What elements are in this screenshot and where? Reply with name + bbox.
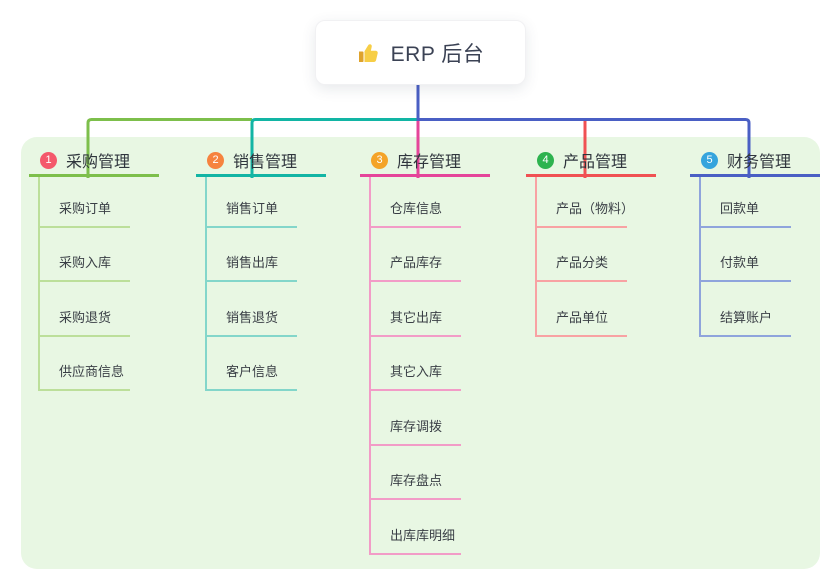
child-node-label: 采购订单 <box>59 200 112 216</box>
child-node[interactable]: 采购入库 <box>40 228 130 282</box>
branch-title-label: 产品管理 <box>563 154 628 171</box>
mindmap-panel <box>21 137 820 569</box>
branch-title-product[interactable]: 4 产品管理 <box>526 146 656 177</box>
branch-number-badge: 1 <box>40 151 57 169</box>
branch-title-label: 采购管理 <box>66 154 131 171</box>
branch-title-label: 财务管理 <box>727 154 792 171</box>
branch-sales: 2 销售管理 销售订单 销售出库 销售退货 客户信息 <box>196 146 326 391</box>
branch-purchase: 1 采购管理 采购订单 采购入库 采购退货 供应商信息 <box>29 146 159 391</box>
child-node-label: 采购入库 <box>59 255 112 270</box>
child-node-label: 客户信息 <box>226 364 279 379</box>
child-node[interactable]: 回款单 <box>701 177 791 228</box>
child-node-label: 销售退货 <box>226 309 279 325</box>
root-node-label: ERP 后台 <box>390 42 485 66</box>
child-node[interactable]: 销售订单 <box>207 177 297 228</box>
branch-title-label: 库存管理 <box>397 154 462 171</box>
child-node[interactable]: 产品（物料） <box>537 177 634 228</box>
child-node[interactable]: 供应商信息 <box>40 337 130 391</box>
branch-title-finance[interactable]: 5 财务管理 <box>690 146 820 177</box>
child-node[interactable]: 其它出库 <box>371 282 461 337</box>
root-node[interactable]: ERP 后台 <box>315 20 526 85</box>
child-node[interactable]: 销售出库 <box>207 228 297 282</box>
child-node[interactable]: 采购退货 <box>40 282 130 337</box>
branch-title-label: 销售管理 <box>233 154 298 171</box>
child-node[interactable]: 库存调拨 <box>371 391 461 446</box>
branch-number-badge: 5 <box>701 151 718 169</box>
child-node[interactable]: 库存盘点 <box>371 446 461 500</box>
child-node-label: 产品（物料） <box>556 200 635 216</box>
branch-children: 仓库信息 产品库存 其它出库 其它入库 库存调拨 库存盘点 出库库明细 <box>369 177 461 555</box>
child-node-label: 销售出库 <box>226 255 279 270</box>
child-node-label: 产品分类 <box>556 255 609 270</box>
child-node-label: 出库库明细 <box>390 527 456 543</box>
thumbs-up-icon <box>357 41 381 65</box>
branch-number-badge: 3 <box>371 151 388 169</box>
child-node-label: 其它出库 <box>390 309 443 325</box>
branch-title-inventory[interactable]: 3 库存管理 <box>360 146 490 177</box>
child-node[interactable]: 结算账户 <box>701 282 791 337</box>
child-node[interactable]: 出库库明细 <box>371 500 461 555</box>
child-node[interactable]: 销售退货 <box>207 282 297 337</box>
branch-inventory: 3 库存管理 仓库信息 产品库存 其它出库 其它入库 库存调拨 库存盘点 出库库… <box>360 146 490 555</box>
child-node-label: 库存盘点 <box>390 473 443 488</box>
child-node-label: 其它入库 <box>390 364 443 379</box>
branch-children: 销售订单 销售出库 销售退货 客户信息 <box>205 177 297 391</box>
child-node[interactable]: 采购订单 <box>40 177 130 228</box>
child-node[interactable]: 产品分类 <box>537 228 627 282</box>
child-node-label: 付款单 <box>720 255 760 270</box>
child-node-label: 供应商信息 <box>59 364 125 379</box>
branch-children: 产品（物料） 产品分类 产品单位 <box>535 177 634 337</box>
child-node[interactable]: 其它入库 <box>371 337 461 391</box>
branch-children: 采购订单 采购入库 采购退货 供应商信息 <box>38 177 130 391</box>
child-node[interactable]: 产品库存 <box>371 228 461 282</box>
child-node-label: 库存调拨 <box>390 418 443 434</box>
child-node[interactable]: 客户信息 <box>207 337 297 391</box>
branch-product: 4 产品管理 产品（物料） 产品分类 产品单位 <box>526 146 656 337</box>
child-node-label: 回款单 <box>720 200 760 216</box>
child-node[interactable]: 付款单 <box>701 228 791 282</box>
branch-number-badge: 4 <box>537 151 554 169</box>
child-node[interactable]: 仓库信息 <box>371 177 461 228</box>
child-node-label: 产品单位 <box>556 309 609 325</box>
child-node-label: 结算账户 <box>720 309 773 325</box>
branch-title-sales[interactable]: 2 销售管理 <box>196 146 326 177</box>
branch-children: 回款单 付款单 结算账户 <box>699 177 791 337</box>
branch-number-badge: 2 <box>207 151 224 169</box>
child-node[interactable]: 产品单位 <box>537 282 627 337</box>
branch-title-purchase[interactable]: 1 采购管理 <box>29 146 159 177</box>
child-node-label: 销售订单 <box>226 200 279 216</box>
child-node-label: 采购退货 <box>59 309 112 325</box>
branch-finance: 5 财务管理 回款单 付款单 结算账户 <box>690 146 820 337</box>
child-node-label: 仓库信息 <box>390 200 443 216</box>
child-node-label: 产品库存 <box>390 255 443 270</box>
